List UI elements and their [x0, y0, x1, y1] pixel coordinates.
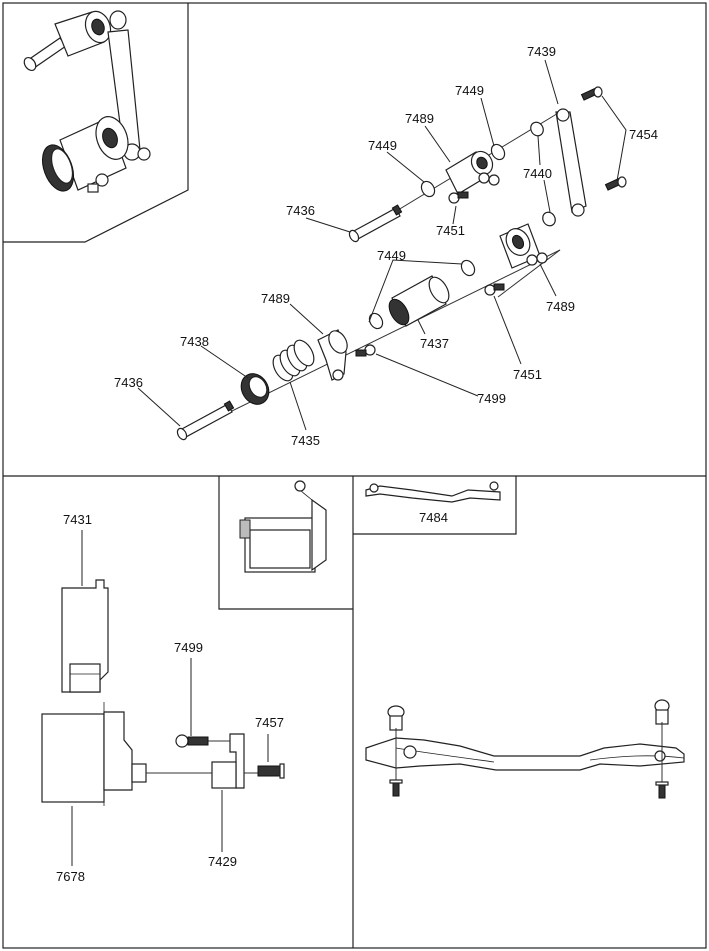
bellcrank-7489-lower-left — [317, 329, 348, 381]
pin-7436-lower — [176, 400, 235, 441]
bearing-7449-3 — [530, 121, 544, 137]
label-7439: 7439 — [527, 44, 556, 59]
label-7678: 7678 — [56, 869, 85, 884]
ball-stud-7451-lower — [484, 283, 505, 296]
ball-stud-7499-upper — [355, 344, 376, 357]
label-7451-b: 7451 — [513, 367, 542, 382]
label-7436-b: 7436 — [114, 375, 143, 390]
drag-link-7484-inset — [365, 481, 501, 503]
label-7499-b: 7499 — [174, 640, 203, 655]
label-7431: 7431 — [63, 512, 92, 527]
bellcrank-7489-upper — [445, 150, 500, 195]
upper-exploded-view — [137, 59, 627, 441]
screw-7454-lower — [604, 176, 627, 191]
screw-7457 — [257, 763, 285, 779]
servo-exploded-view — [41, 530, 285, 866]
pin-7436-upper — [348, 204, 403, 243]
bearing-7440 — [542, 211, 556, 227]
label-7440: 7440 — [523, 166, 552, 181]
steering-link-assembly — [365, 699, 685, 799]
ring-7438 — [240, 373, 270, 405]
servo-inset — [239, 480, 327, 573]
screw-7454-upper — [580, 86, 603, 101]
servo-body-7678 — [41, 702, 147, 806]
bearing-7449-1 — [420, 180, 436, 198]
label-7449-a: 7449 — [455, 83, 484, 98]
servo-horn-7429 — [211, 733, 245, 789]
ball-stud-7451-upper — [448, 191, 469, 204]
label-7435: 7435 — [291, 433, 320, 448]
ball-end-right — [654, 699, 670, 762]
ball-stud-7499-lower — [175, 734, 209, 748]
part-labels: 7439 7449 7489 7449 7454 7440 7436 7451 … — [56, 44, 658, 884]
inset-assembled-bellcrank — [23, 10, 151, 193]
tube-7437 — [388, 275, 450, 327]
label-7438: 7438 — [180, 334, 209, 349]
label-7449-c: 7449 — [377, 248, 406, 263]
label-7451-a: 7451 — [436, 223, 465, 238]
label-7437: 7437 — [420, 336, 449, 351]
label-7454: 7454 — [629, 127, 658, 142]
servo-cover-7431 — [61, 579, 109, 693]
spring-7435 — [272, 339, 315, 382]
label-7429: 7429 — [208, 854, 237, 869]
drag-link-7439 — [555, 108, 587, 217]
label-7499-a: 7499 — [477, 391, 506, 406]
label-7436-a: 7436 — [286, 203, 315, 218]
ball-end-left — [387, 705, 417, 759]
label-7489-b: 7489 — [261, 291, 290, 306]
label-7449-b: 7449 — [368, 138, 397, 153]
bearing-7449-5 — [460, 259, 476, 277]
label-7489-a: 7489 — [405, 111, 434, 126]
label-7457: 7457 — [255, 715, 284, 730]
bellcrank-7489-lower-right — [499, 223, 548, 269]
label-7489-c: 7489 — [546, 299, 575, 314]
label-7484: 7484 — [419, 510, 448, 525]
